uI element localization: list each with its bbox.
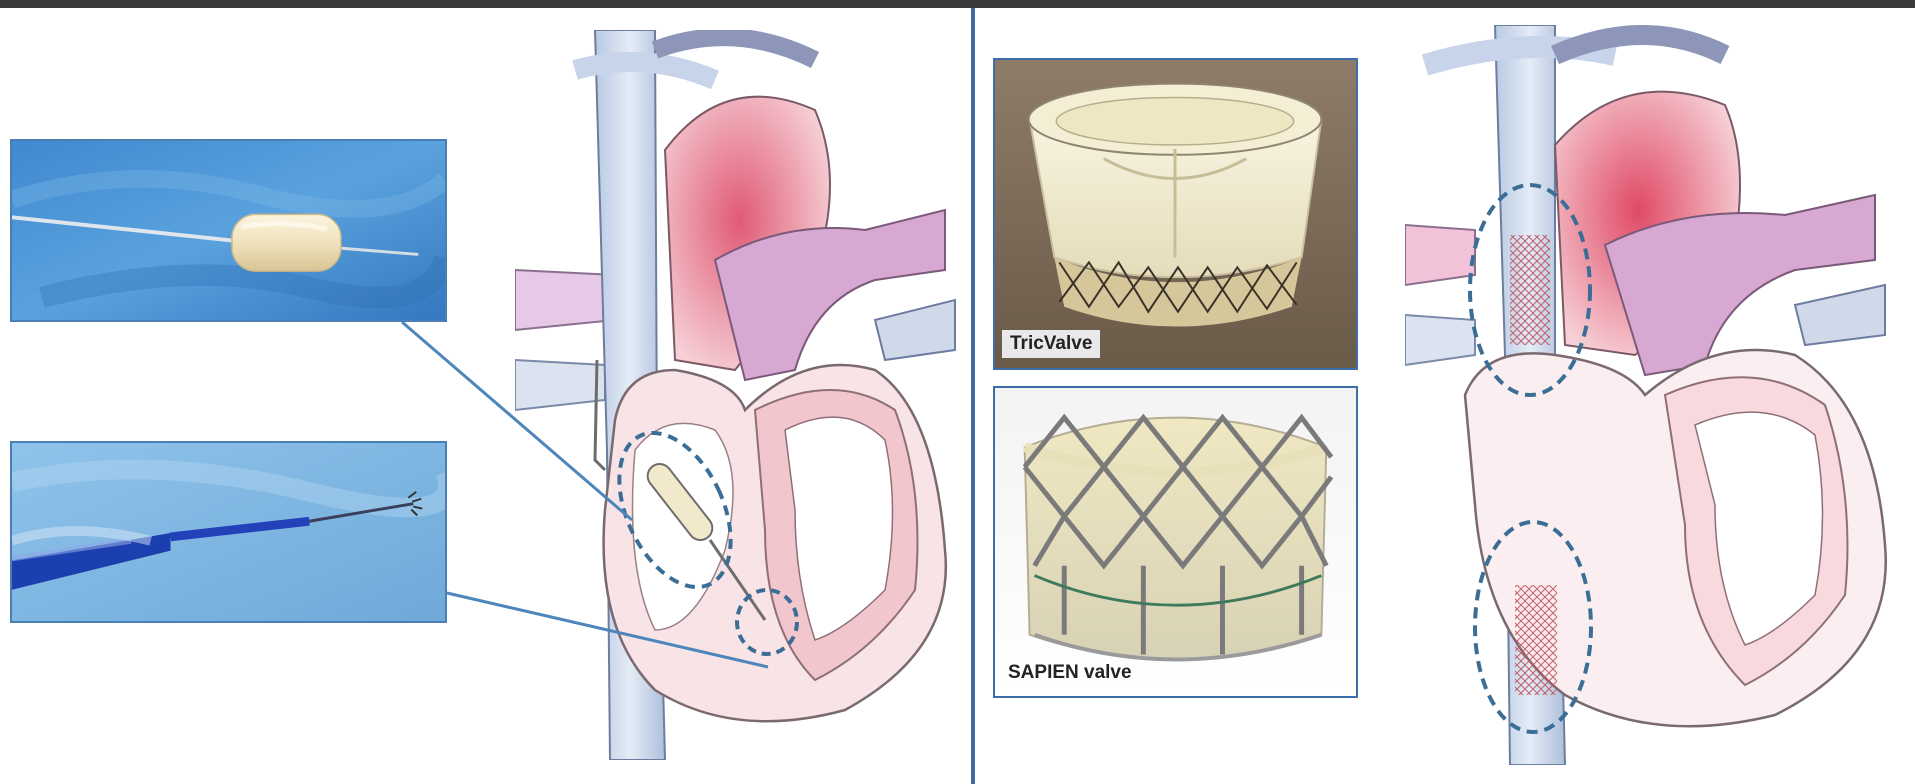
- heart-diagram-right-icon: [1405, 25, 1915, 765]
- balloon-catheter-photo: [10, 139, 447, 322]
- tricvalve-label: TricValve: [1002, 330, 1100, 358]
- top-bar: [0, 0, 1915, 8]
- tricvalve-photo: [993, 58, 1358, 370]
- sapien-valve-photo: [993, 386, 1358, 698]
- sapien-valve-photo-icon: [995, 388, 1356, 696]
- balloon-catheter-photo-icon: [12, 141, 445, 320]
- panel-divider: [971, 8, 975, 784]
- pacing-lead-photo: [10, 441, 447, 623]
- pacing-lead-photo-icon: [12, 443, 445, 621]
- sapien-valve-label: SAPIEN valve: [1004, 659, 1136, 687]
- heart-diagram-left-icon: [515, 30, 975, 760]
- tricvalve-photo-icon: [995, 60, 1356, 368]
